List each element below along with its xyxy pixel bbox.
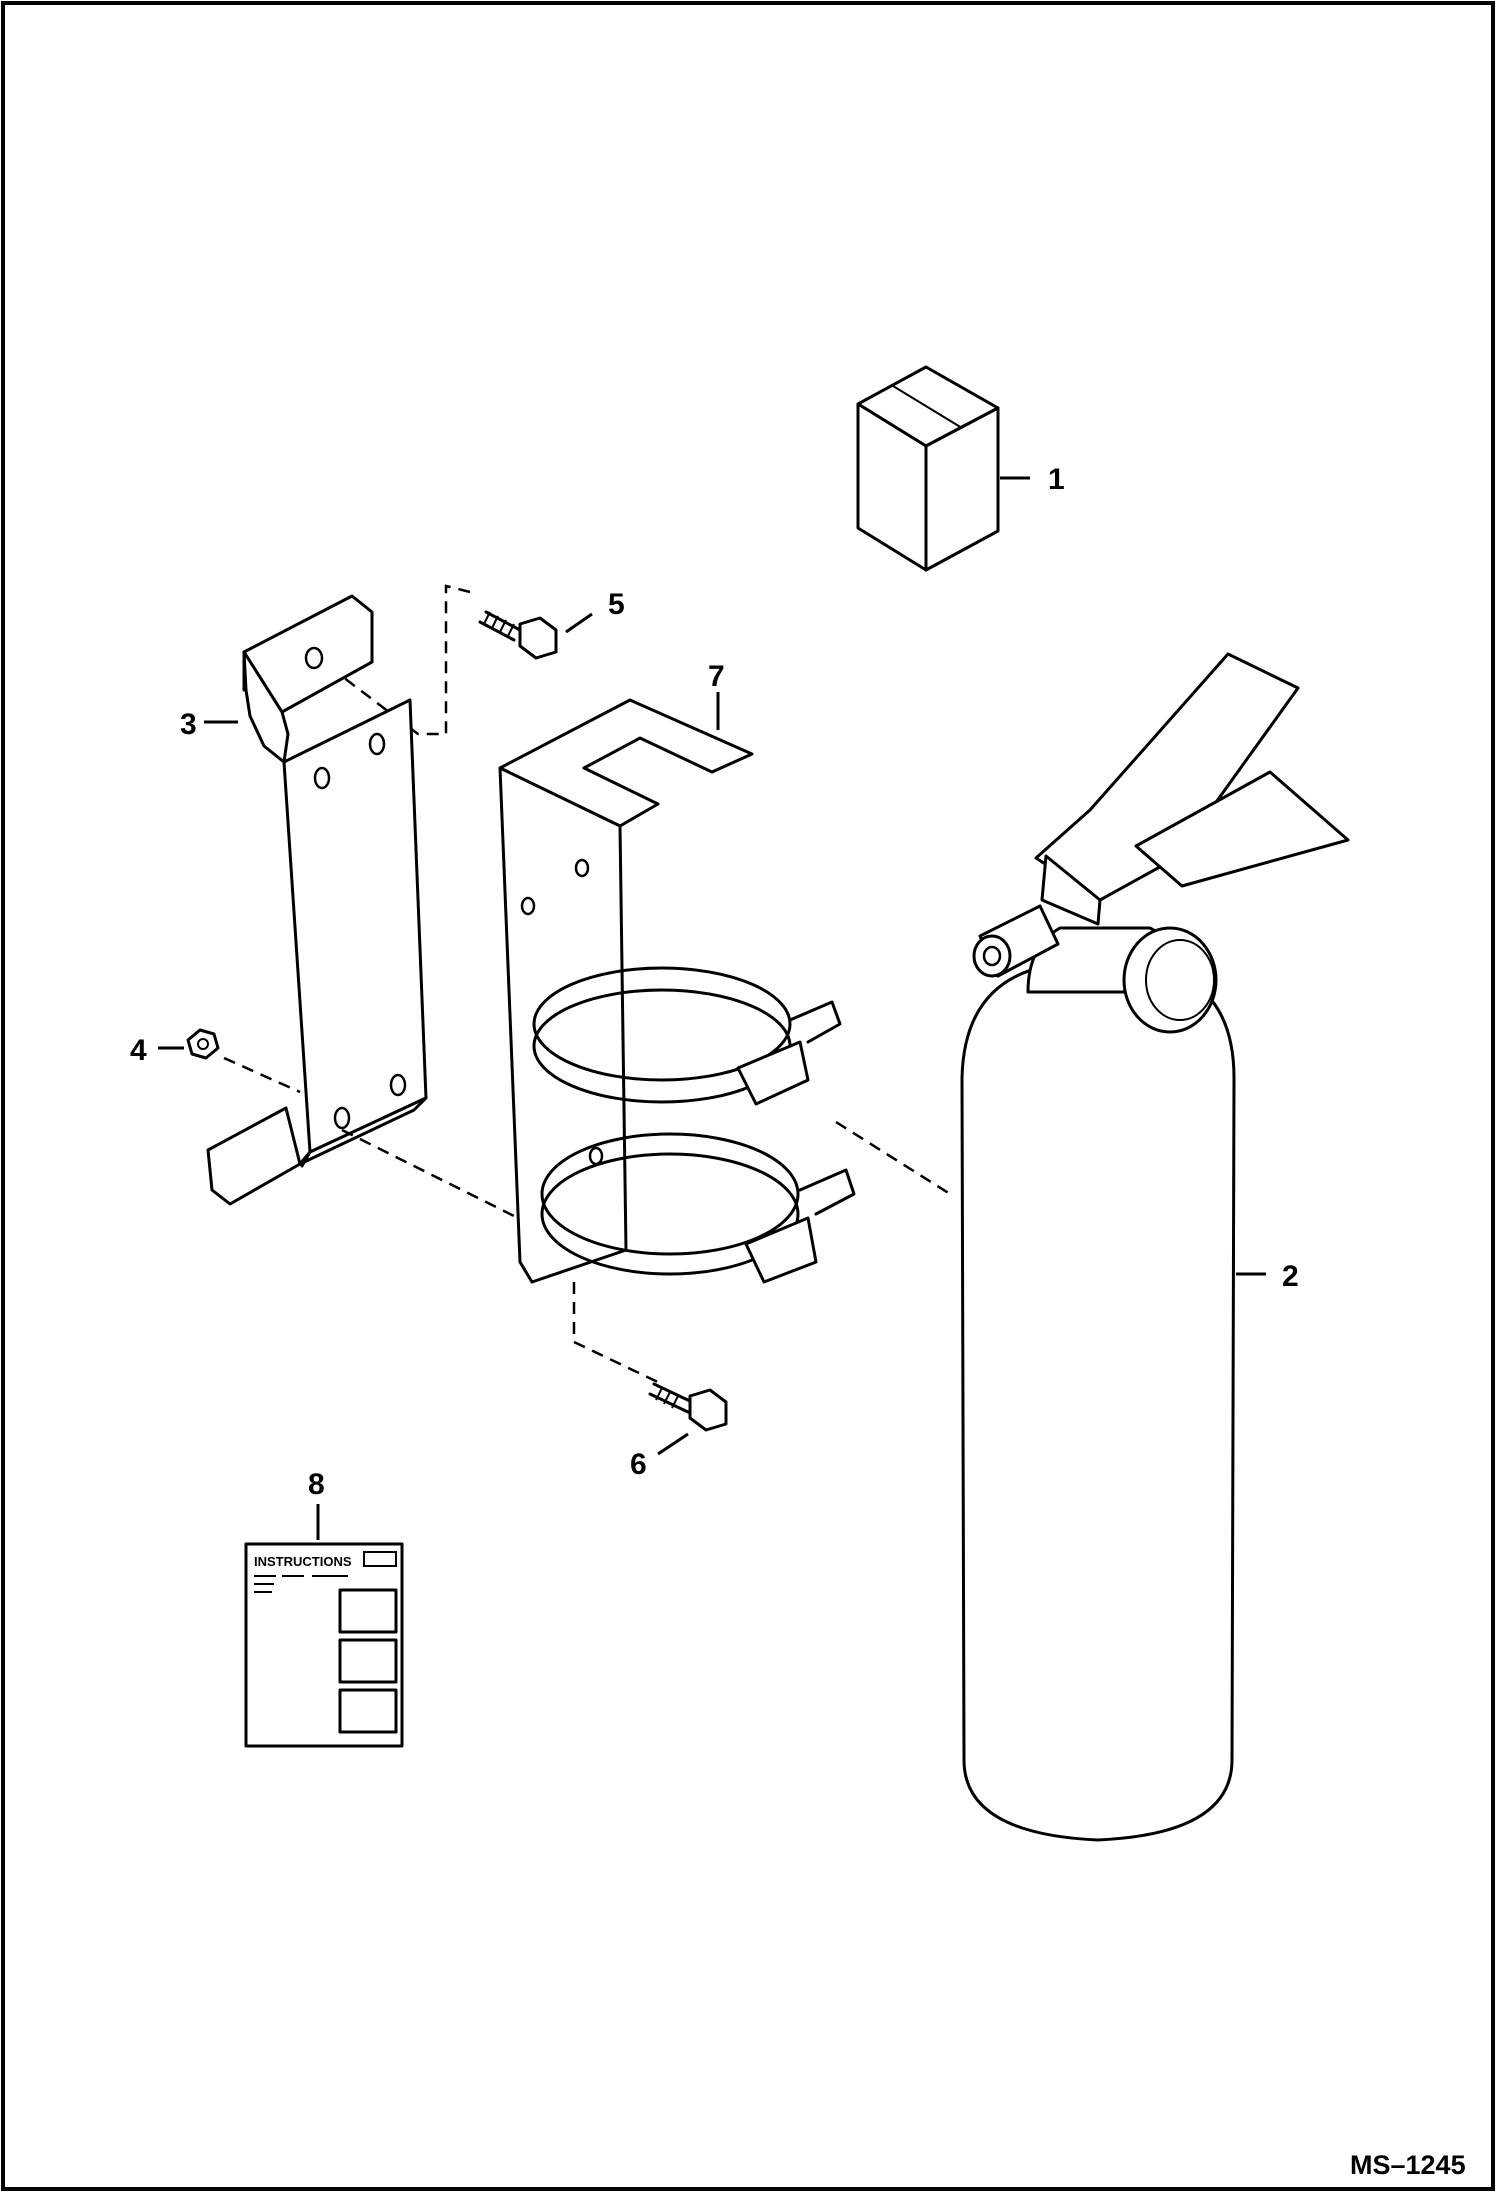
leader-6 [657,1432,689,1456]
callout-3: 3 [180,708,197,741]
part-2-extinguisher [960,652,1350,1842]
callout-1: 1 [1048,463,1065,496]
figure-reference-code: MS–1245 [1350,2150,1466,2180]
part-1-box [856,365,1000,572]
leader-5 [565,612,593,634]
callout-7: 7 [708,660,725,693]
dashed-guide-4 [223,1056,515,1218]
part-4-nut [186,1028,220,1060]
callout-8: 8 [308,1468,325,1501]
instructions-card-title: INSTRUCTIONS [254,1554,352,1569]
part-8-instruction-card: INSTRUCTIONS [244,1542,404,1748]
dashed-guide-2 [835,1120,951,1196]
callout-5: 5 [608,588,625,621]
upper-strap [532,966,842,1106]
dashed-guide-5 [309,584,471,736]
callout-2: 2 [1282,1260,1299,1293]
callout-4: 4 [130,1034,147,1067]
part-7-holder-plate [498,698,754,1284]
lower-strap [540,1132,856,1284]
part-5-bolt [478,610,558,660]
part-6-bolt [648,1382,728,1432]
dashed-guide-6 [572,1282,663,1386]
callout-6: 6 [630,1448,647,1481]
part-3-wall-bracket [206,594,428,1206]
